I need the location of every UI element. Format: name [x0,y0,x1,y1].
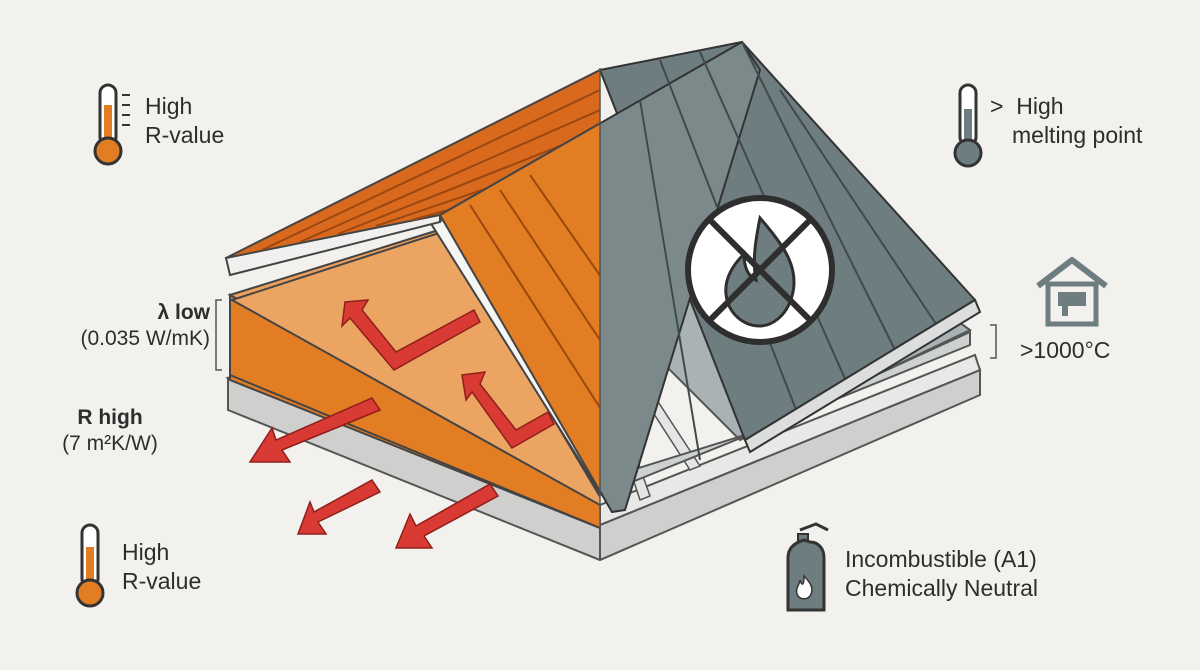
label-bottom-left-line2: R-value [122,567,202,594]
label-top-right-line1: High [1016,93,1064,119]
roof-edge-gray [743,298,982,454]
fire-extinguisher-icon [786,522,829,612]
label-lambda-value: (0.035 W/mK) [80,327,210,351]
label-bottom-left-line1: High [122,539,170,565]
label-bottom-left: High R-value [122,538,201,596]
label-top-right-line2: melting point [1012,121,1143,148]
heat-arrow-up-1 [340,299,481,371]
label-top-right: > High melting point [990,92,1142,150]
roof-eave-left [224,213,441,277]
label-top-right-prefix: > [990,93,1004,119]
heat-arrow-out-3 [394,483,500,549]
dimension-brackets [215,299,997,371]
label-top-left-line1: High [145,93,193,119]
label-fire-class-line1: Incombustible (A1) [845,546,1037,572]
label-r-title: R high [77,406,143,429]
heat-arrow-up-2 [461,371,555,449]
house-heat-icon [1036,257,1108,327]
thermometer-icon [953,83,983,168]
no-fire-icon [685,195,835,345]
label-r-amount: (7 m²K/W) [62,432,158,456]
label-fire-class-line2: Chemically Neutral [845,574,1039,601]
label-r-value: R high (7 m²K/W) [40,405,180,458]
label-lambda: λ low (0.035 W/mK) [40,300,210,353]
label-top-left-line2: R-value [145,121,225,148]
label-top-left: High R-value [145,92,224,150]
thermometer-high-icon [75,523,105,608]
label-lambda-title: λ low [157,301,210,324]
roof-rafters-orange [469,174,600,410]
label-temperature: >1000°C [1020,337,1111,363]
base-slab-right-face [600,353,982,527]
roof-slope-right-orange [438,122,600,494]
metal-roof-side [600,40,982,562]
heat-arrow-out-2 [296,479,382,535]
label-fire-class: Incombustible (A1) Chemically Neutral [845,545,1038,603]
mineral-wool-side [224,68,600,562]
thermometer-high-icon [93,83,130,166]
heat-arrows [248,299,555,549]
heat-arrow-out-1 [248,397,382,463]
